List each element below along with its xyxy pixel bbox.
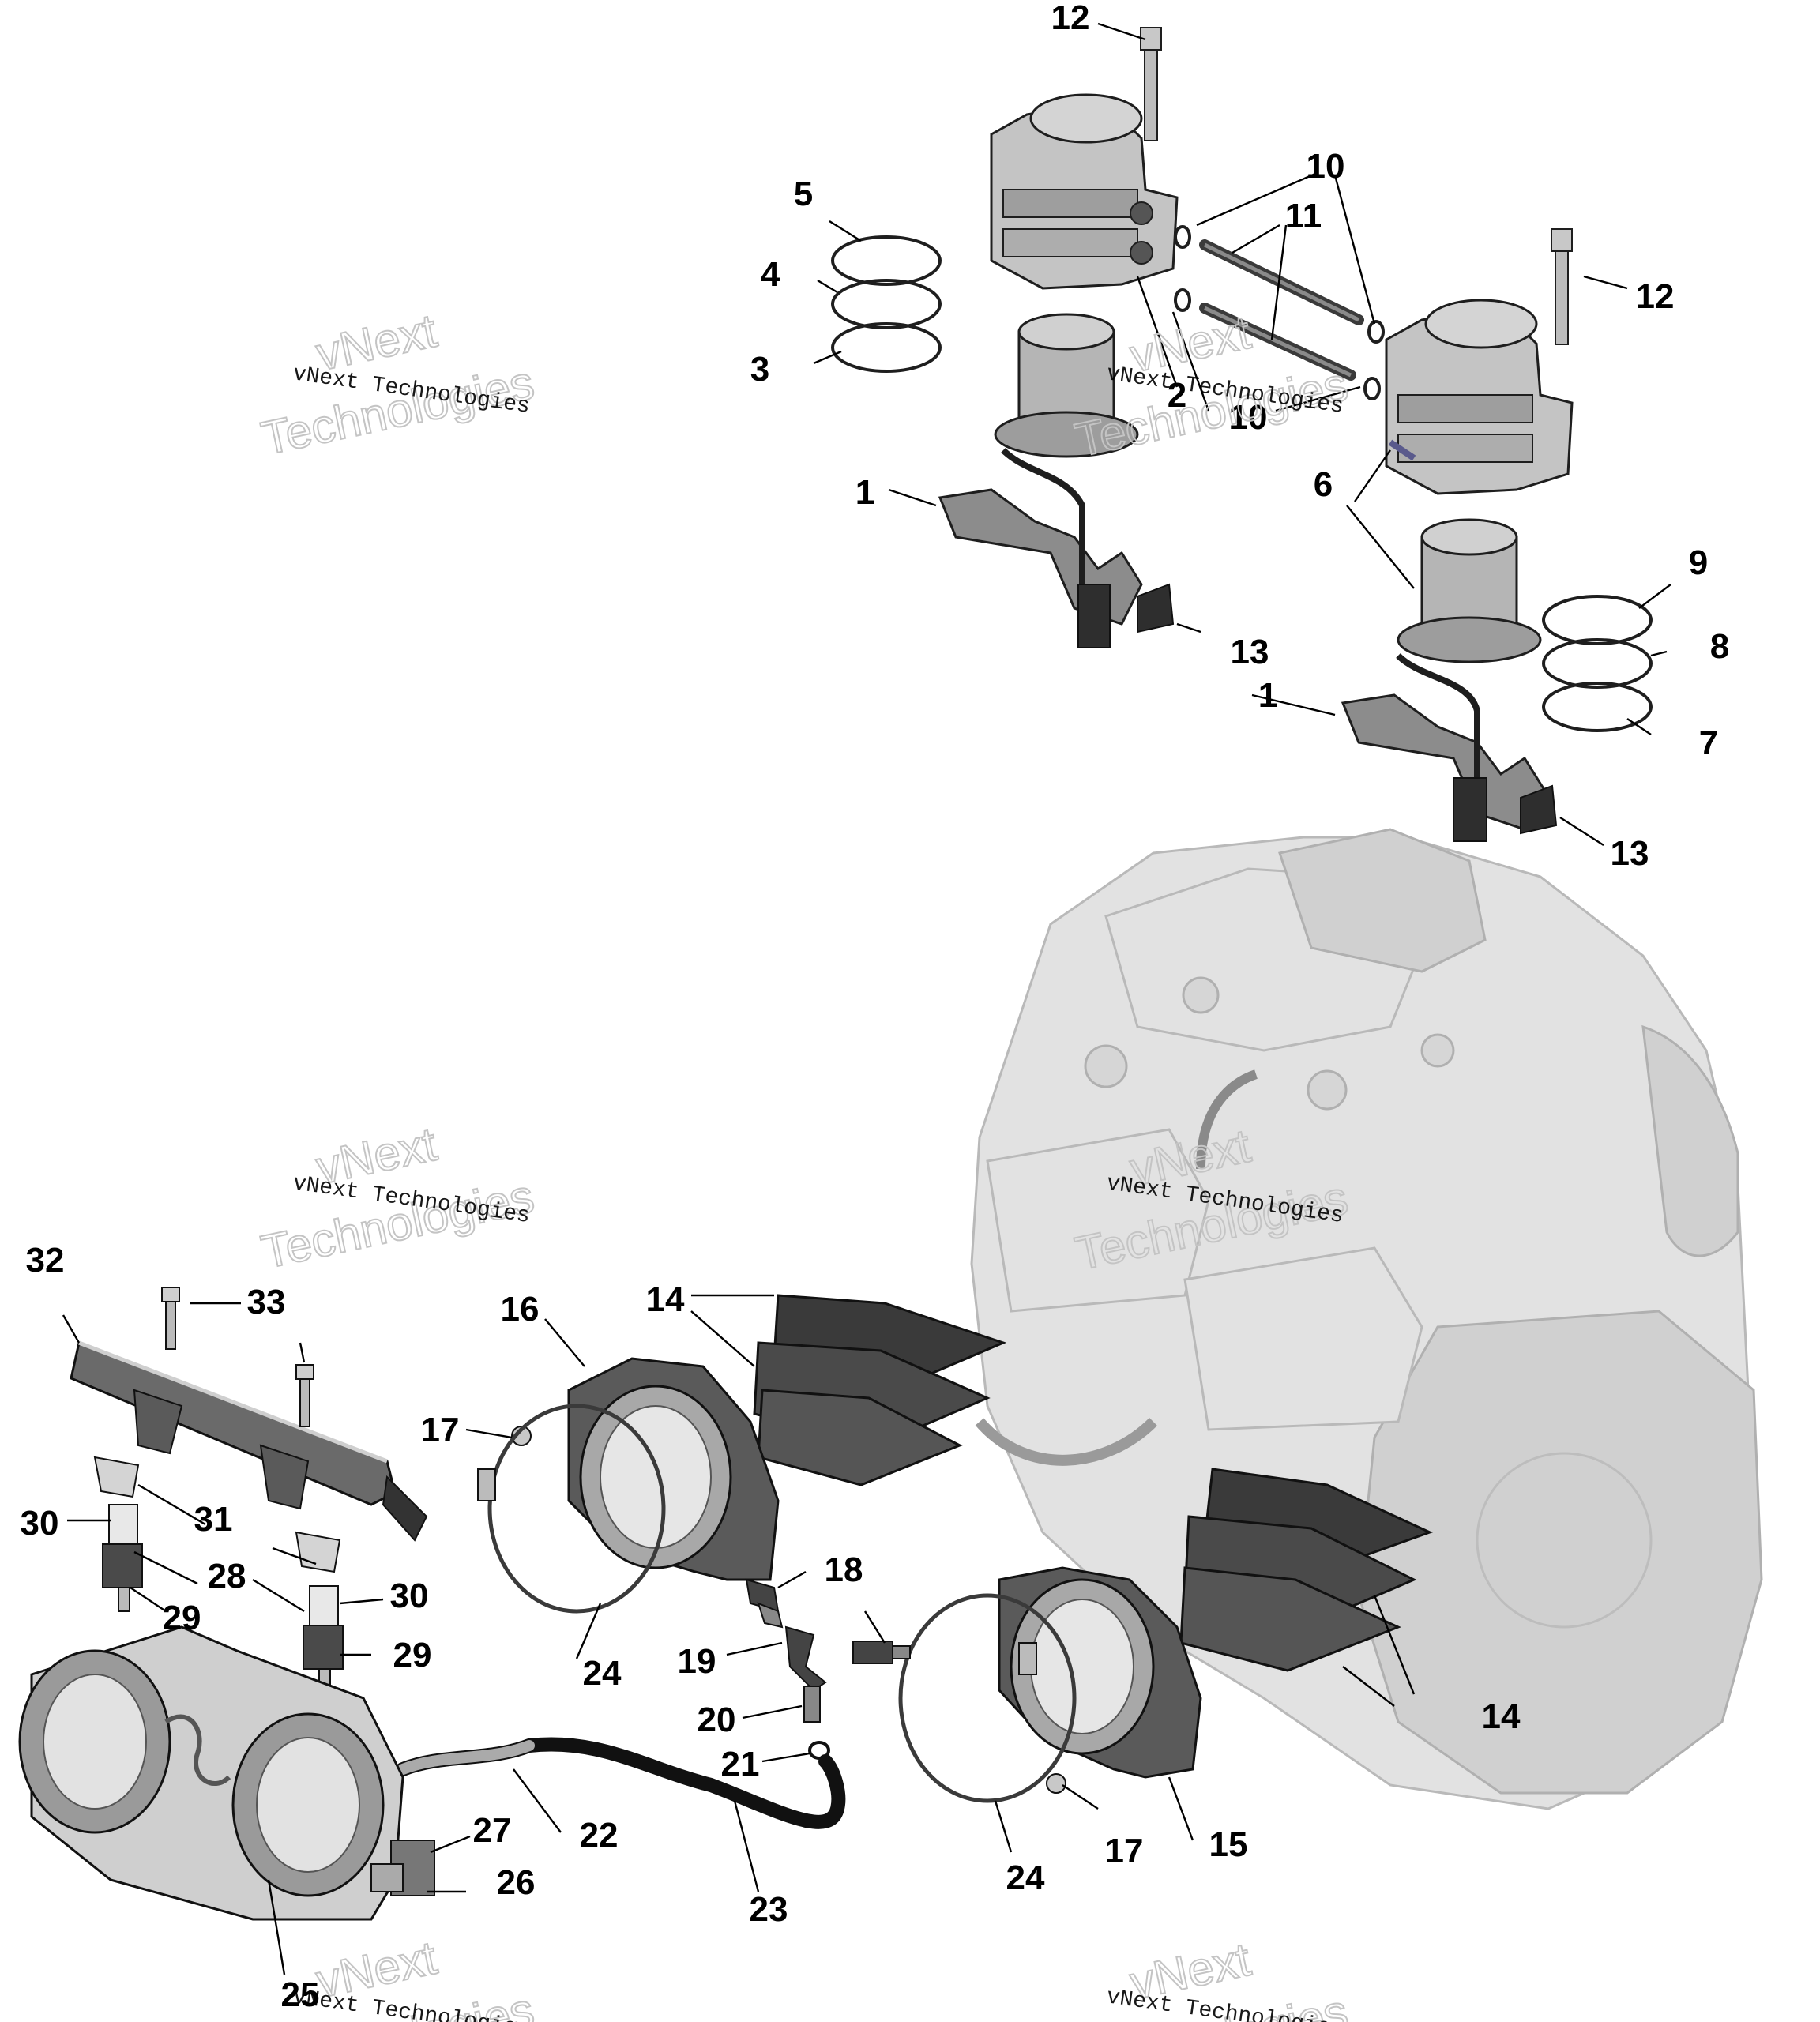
callout-29-right: 29: [393, 1636, 432, 1674]
clamp-24-left: [477, 1404, 666, 1614]
callout-30-left: 30: [21, 1504, 59, 1543]
intake-flange-16: [511, 1357, 780, 1581]
callout-26: 26: [497, 1863, 536, 1902]
callout-28: 28: [208, 1557, 246, 1595]
callout-20: 20: [698, 1701, 736, 1739]
callout-21: 21: [721, 1745, 760, 1783]
throttle-body-25: [18, 1625, 435, 1921]
callout-18: 18: [825, 1550, 863, 1589]
callout-13-upper: 13: [1231, 633, 1269, 671]
injector-left: [102, 1504, 143, 1612]
callout-12-top: 12: [1051, 0, 1090, 37]
callout-22: 22: [580, 1816, 619, 1855]
gasket-1-upper: [938, 448, 1175, 648]
clamp-24-right: [898, 1593, 1077, 1803]
callout-5: 5: [794, 175, 813, 213]
seal-rings-left: [831, 235, 942, 373]
clip-31-b: [295, 1531, 341, 1573]
callout-24-right: 24: [1006, 1859, 1045, 1897]
tubes-11: [1199, 239, 1364, 381]
valve-actuator-left: [990, 93, 1179, 290]
callout-1-upper: 1: [855, 473, 874, 512]
callout-13-lower: 13: [1611, 834, 1649, 873]
fitting-18-a: [745, 1578, 784, 1629]
tee-fitting-19: [784, 1625, 827, 1692]
callout-23: 23: [750, 1890, 788, 1929]
callout-27: 27: [473, 1811, 512, 1850]
callout-4: 4: [761, 255, 780, 294]
seal-rings-right: [1542, 595, 1653, 732]
callout-11: 11: [1285, 197, 1322, 235]
callout-7: 7: [1699, 723, 1718, 762]
o-rings-10: [1174, 225, 1385, 400]
callout-1-lower: 1: [1258, 676, 1277, 715]
callout-10-top: 10: [1307, 147, 1345, 186]
callout-labels: 1 1 2 3 4 5 6 7 8 9 10 10 11 12 12 13 13…: [21, 0, 1730, 2014]
solenoid-6: [1397, 518, 1542, 663]
hose-22-23: [396, 1737, 846, 1829]
leader-lines: [62, 22, 1671, 1975]
callout-8: 8: [1710, 627, 1729, 666]
callout-12-right: 12: [1636, 277, 1675, 316]
callout-6: 6: [1314, 465, 1333, 504]
callout-25: 25: [281, 1975, 320, 2014]
bolt-12-right: [1551, 228, 1573, 345]
callout-9: 9: [1689, 543, 1708, 582]
fuel-rail-32: [70, 1340, 428, 1542]
callout-17-right: 17: [1105, 1832, 1144, 1870]
engine-block: [970, 828, 1763, 1810]
callout-33: 33: [247, 1283, 286, 1321]
injector-right: [303, 1585, 344, 1693]
callout-17-left: 17: [421, 1411, 460, 1449]
callout-14-upper: 14: [646, 1280, 685, 1319]
bolt-12-top: [1140, 27, 1162, 141]
callout-32: 32: [26, 1241, 65, 1280]
callout-16: 16: [501, 1290, 540, 1329]
solenoid-2: [994, 313, 1139, 458]
bolts-33: [161, 1287, 314, 1427]
callout-10-bottom: 10: [1229, 398, 1268, 437]
callout-29-left: 29: [163, 1599, 201, 1637]
callout-19: 19: [678, 1642, 716, 1681]
callout-2: 2: [1168, 376, 1186, 415]
callout-3: 3: [750, 350, 769, 389]
valve-actuator-right: [1385, 299, 1574, 495]
fitting-18-b: [852, 1641, 911, 1664]
callout-31: 31: [194, 1500, 233, 1539]
clip-31-a: [93, 1456, 140, 1498]
callout-24-left: 24: [583, 1654, 622, 1693]
callout-15: 15: [1209, 1825, 1248, 1864]
reed-valve-14-upper: [753, 1294, 1007, 1486]
gasket-1-lower: [1341, 653, 1558, 842]
nipple-20: [803, 1686, 821, 1723]
callout-30-right: 30: [390, 1577, 429, 1615]
callout-14-lower: 14: [1482, 1697, 1521, 1736]
reed-valve-14-lower: [1179, 1468, 1433, 1672]
